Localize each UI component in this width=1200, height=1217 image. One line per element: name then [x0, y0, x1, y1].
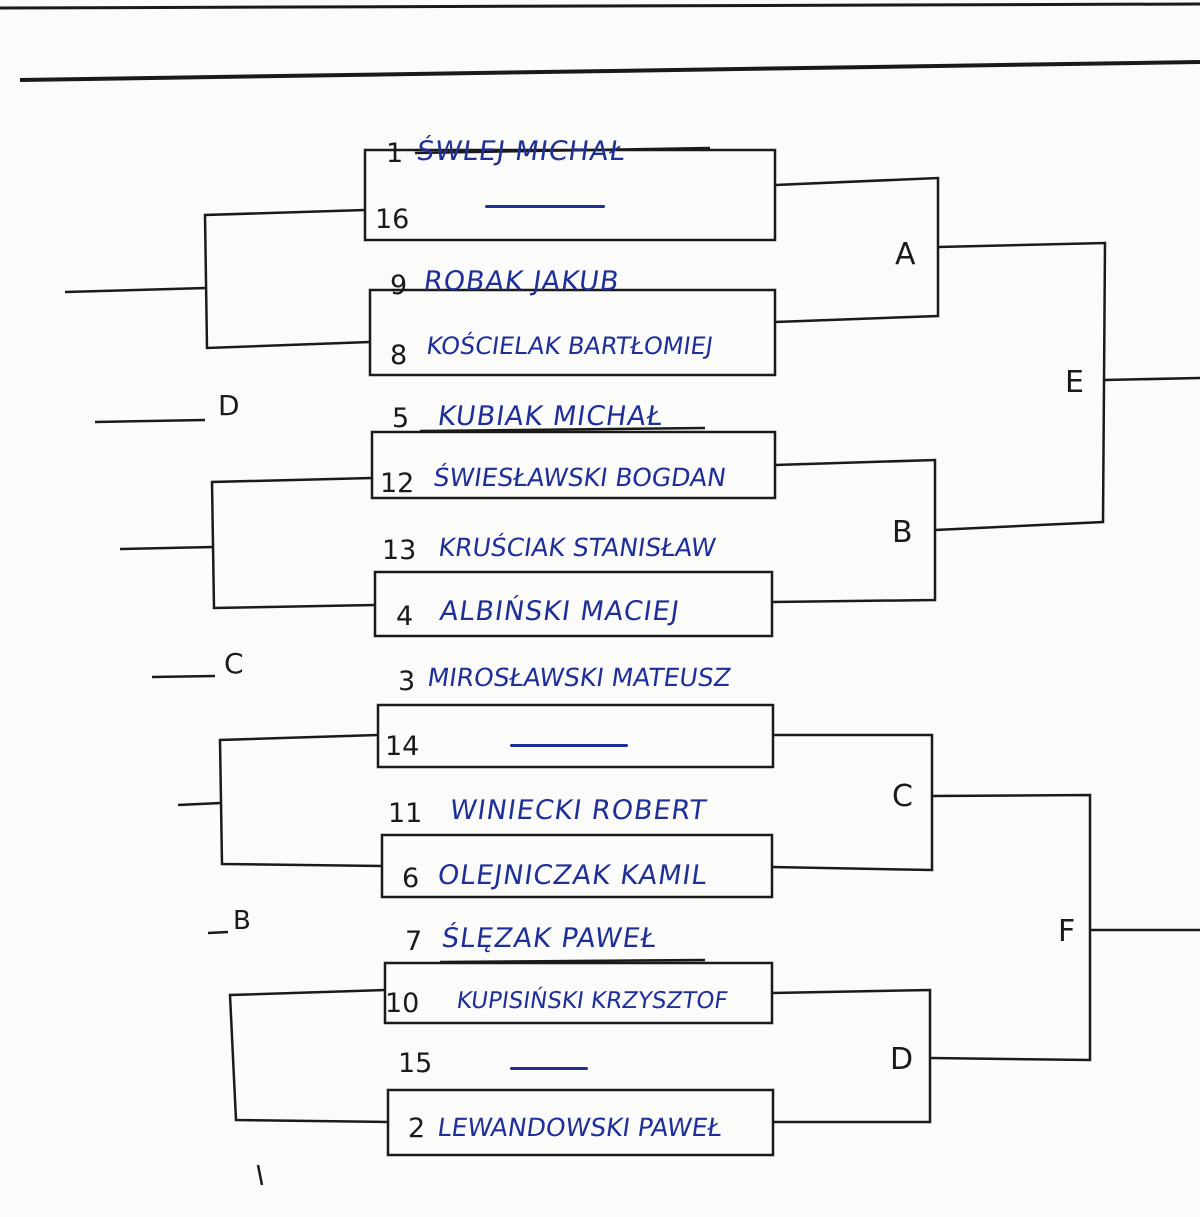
player-name: ŚWIESŁAWSKI BOGDAN — [431, 463, 728, 492]
top-rule-1 — [0, 2, 1200, 10]
label-d: D — [890, 1042, 914, 1077]
seed-11: 11 — [388, 798, 423, 829]
left-b-line — [207, 930, 229, 935]
left-c-line — [151, 674, 216, 679]
seed-10: 10 — [385, 988, 420, 1019]
player-name: KUPISIŃSKI KRZYSZTOF — [454, 988, 730, 1014]
seed-9: 9 — [390, 270, 408, 301]
left-label-c: C — [224, 647, 244, 680]
seed-16: 16 — [375, 204, 410, 235]
box-2 — [368, 288, 777, 377]
bracket-c — [771, 733, 934, 872]
left-out-3 — [177, 801, 222, 807]
player-name: ŚLĘZAK PAWEŁ — [439, 923, 660, 954]
player-name: ALBIŃSKI MACIEJ — [437, 596, 682, 627]
seed-12: 12 — [380, 468, 415, 499]
output-e — [1103, 376, 1200, 382]
label-f: F — [1058, 914, 1076, 949]
left-label-b: B — [233, 906, 251, 936]
name-underline-7 — [439, 958, 706, 964]
player-name: LEWANDOWSKI PAWEŁ — [435, 1113, 724, 1142]
bye-line — [510, 1067, 588, 1070]
player-name: WINIECKI ROBERT — [447, 795, 709, 826]
edge-mark — [256, 1164, 264, 1186]
seed-5: 5 — [392, 403, 410, 434]
box-4 — [373, 570, 774, 638]
bracket-d — [771, 988, 932, 1124]
label-b: B — [892, 515, 913, 550]
seed-4: 4 — [396, 601, 414, 632]
player-name: ŚWLEJ MICHAŁ — [414, 136, 628, 167]
box-5 — [376, 703, 775, 769]
bye-line — [485, 205, 605, 208]
player-name: ROBAK JAKUB — [421, 266, 622, 297]
seed-7: 7 — [405, 926, 423, 957]
bye-line — [510, 744, 628, 747]
top-rule-2 — [19, 60, 1200, 82]
seed-8: 8 — [390, 340, 408, 371]
left-out-2 — [119, 545, 214, 551]
player-name: KUBIAK MICHAŁ — [435, 401, 666, 432]
player-name: KRUŚCIAK STANISŁAW — [436, 533, 718, 562]
left-d-line — [94, 418, 206, 424]
seed-14: 14 — [385, 731, 420, 762]
label-a: A — [895, 237, 916, 272]
label-c: C — [892, 779, 913, 814]
seed-1: 1 — [386, 138, 404, 169]
bracket-e — [934, 241, 1107, 532]
player-name: OLEJNICZAK KAMIL — [435, 860, 710, 891]
left-bracket-1 — [203, 208, 371, 350]
seed-6: 6 — [402, 863, 420, 894]
player-name: MIROSŁAWSKI MATEUSZ — [425, 663, 733, 692]
name-underline-1 — [414, 146, 711, 155]
player-name: KOŚCIELAK BARTŁOMIEJ — [424, 332, 715, 360]
left-out-1 — [64, 286, 207, 294]
bracket-f — [929, 793, 1092, 1062]
seed-2: 2 — [408, 1113, 426, 1144]
seed-15: 15 — [398, 1048, 433, 1079]
seed-3: 3 — [398, 666, 416, 697]
seed-13: 13 — [382, 535, 417, 566]
left-bracket-4 — [228, 988, 389, 1124]
label-e: E — [1065, 365, 1084, 400]
left-label-d: D — [218, 389, 240, 422]
name-underline-3 — [419, 426, 706, 433]
left-bracket-3 — [218, 733, 383, 868]
left-bracket-2 — [210, 476, 376, 610]
